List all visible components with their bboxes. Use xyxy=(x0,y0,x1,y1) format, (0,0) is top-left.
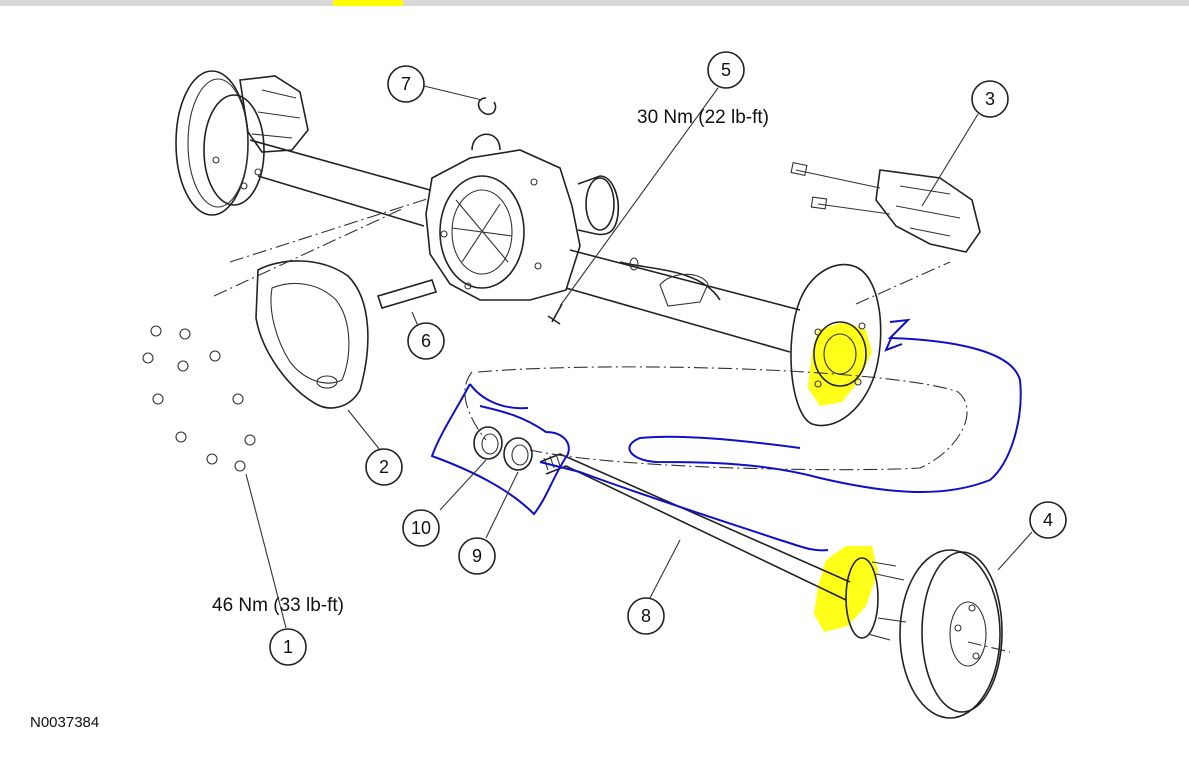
callout-4: 4 xyxy=(1029,501,1067,539)
callout-2: 2 xyxy=(365,448,403,486)
callout-5-label: 5 xyxy=(721,60,731,80)
pinion-shaft-lock-bolt xyxy=(547,303,563,325)
callout-1-label: 1 xyxy=(283,637,293,657)
callout-7-label: 7 xyxy=(401,74,411,94)
callout-leaders xyxy=(245,85,1033,629)
left-brake-assembly xyxy=(175,70,309,216)
right-backing-plate xyxy=(790,263,882,427)
axle-bearing xyxy=(473,426,503,460)
cover-bolts xyxy=(142,325,256,472)
callout-6: 6 xyxy=(407,322,445,360)
figure-code: N0037384 xyxy=(30,714,99,731)
callout-2-label: 2 xyxy=(379,457,389,477)
torque-spec-cover-bolts: 46 Nm (33 lb-ft) xyxy=(212,595,344,616)
callout-4-label: 4 xyxy=(1043,510,1053,530)
callout-8: 8 xyxy=(627,597,665,635)
brake-rotor xyxy=(899,549,1011,719)
axle-housing xyxy=(249,139,801,353)
torque-spec-pinion-bolt: 30 Nm (22 lb-ft) xyxy=(637,107,769,128)
callout-5: 5 xyxy=(707,51,745,89)
differential-carrier xyxy=(425,133,620,301)
callout-1: 1 xyxy=(269,628,307,666)
callout-3: 3 xyxy=(971,80,1009,118)
callout-9: 9 xyxy=(458,537,496,575)
callout-10-label: 10 xyxy=(411,518,431,538)
differential-cover xyxy=(255,260,369,409)
callout-9-label: 9 xyxy=(472,546,482,566)
axle-seal xyxy=(503,437,533,471)
pinion-shaft xyxy=(376,279,438,309)
callout-8-label: 8 xyxy=(641,606,651,626)
c-lock xyxy=(477,97,497,116)
axle-shaft xyxy=(539,453,907,641)
top-toolbar-strip xyxy=(0,0,1189,6)
top-highlight-marker xyxy=(333,0,403,6)
callout-7: 7 xyxy=(387,65,425,103)
blue-pen-annotations xyxy=(430,318,1022,552)
highlight-hub-bearing xyxy=(808,322,872,406)
callout-6-label: 6 xyxy=(421,331,431,351)
callout-3-label: 3 xyxy=(985,89,995,109)
right-caliper-bracket xyxy=(790,162,981,253)
callout-10: 10 xyxy=(402,509,440,547)
assembly-center-lines xyxy=(213,197,968,471)
